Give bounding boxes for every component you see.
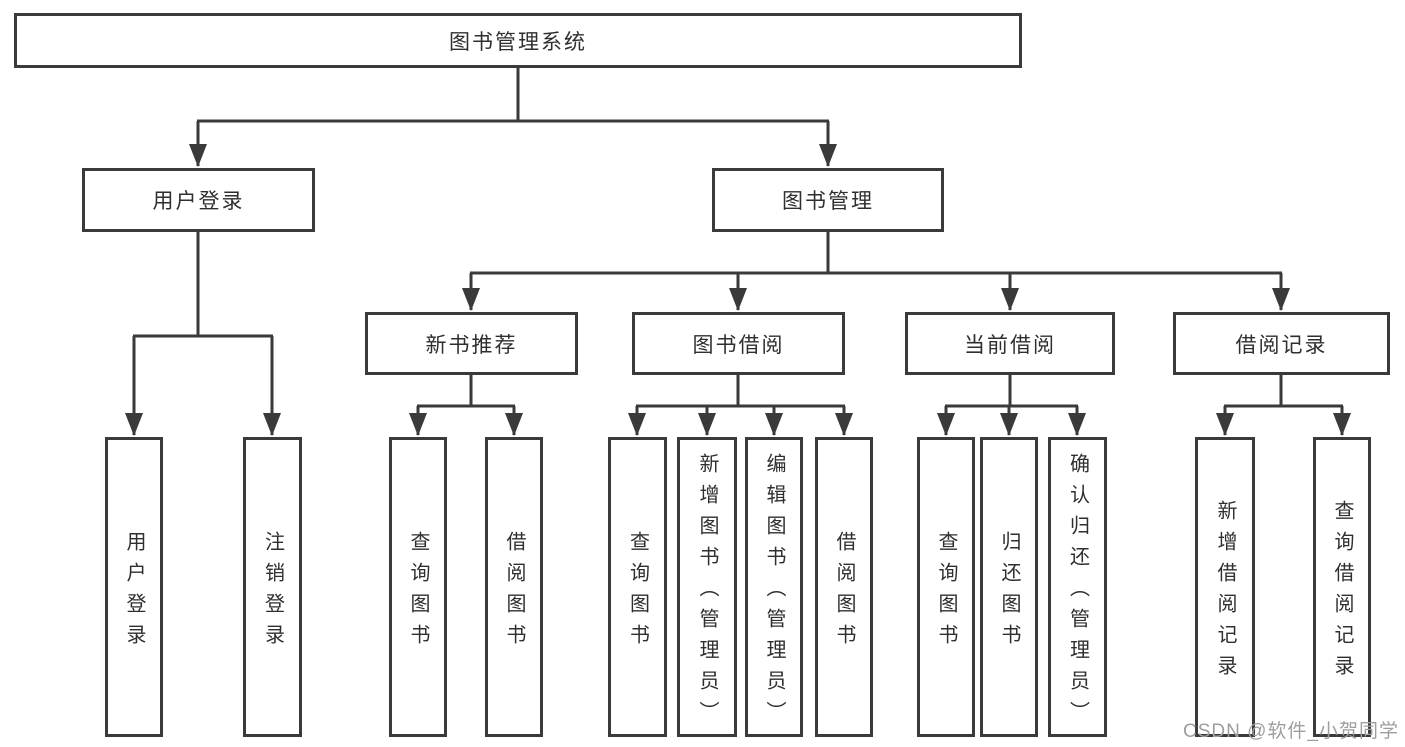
node-book-borrow-label: 图书借阅: [692, 333, 785, 357]
leaf-user-login-label: 用户登录: [123, 530, 145, 655]
node-book-management: 图书管理: [712, 168, 944, 232]
leaf-confirm-return-admin-label: 确认归还（管理员）: [1066, 453, 1089, 732]
leaf-query-books-borrow: 查询图书: [608, 437, 667, 737]
node-borrow-records-label: 借阅记录: [1235, 333, 1328, 357]
leaf-confirm-return-admin: 确认归还（管理员）: [1048, 437, 1107, 737]
leaf-logout: 注销登录: [243, 437, 302, 737]
node-current-borrow-label: 当前借阅: [964, 333, 1056, 357]
leaf-logout-label: 注销登录: [261, 530, 284, 655]
node-system-root-label: 图书管理系统: [449, 30, 587, 54]
leaf-query-borrow-record: 查询借阅记录: [1313, 437, 1371, 737]
leaf-return-book-label: 归还图书: [998, 530, 1020, 655]
leaf-query-books-recommend-label: 查询图书: [407, 530, 429, 655]
csdn-watermark: CSDN @软件_小贺同学: [1183, 721, 1399, 742]
leaf-borrow-books: 借阅图书: [815, 437, 873, 737]
leaf-query-books-current: 查询图书: [917, 437, 975, 737]
leaf-borrow-books-label: 借阅图书: [833, 530, 855, 655]
leaf-return-book: 归还图书: [980, 437, 1038, 737]
node-user-login-label: 用户登录: [152, 190, 245, 213]
node-book-management-label: 图书管理: [782, 190, 874, 213]
leaf-edit-book-admin: 编辑图书（管理员）: [745, 437, 803, 737]
leaf-query-books-current-label: 查询图书: [935, 530, 957, 655]
node-new-book-recommend: 新书推荐: [365, 312, 578, 375]
node-system-root: 图书管理系统: [14, 13, 1022, 68]
leaf-add-book-admin: 新增图书（管理员）: [677, 437, 737, 737]
leaf-add-borrow-record: 新增借阅记录: [1195, 437, 1255, 737]
node-new-book-recommend-label: 新书推荐: [425, 333, 518, 357]
leaf-borrow-books-recommend: 借阅图书: [485, 437, 543, 737]
leaf-add-borrow-record-label: 新增借阅记录: [1214, 499, 1236, 686]
node-current-borrow: 当前借阅: [905, 312, 1115, 375]
leaf-add-book-admin-label: 新增图书（管理员）: [696, 453, 718, 732]
leaf-query-books-borrow-label: 查询图书: [626, 530, 649, 655]
leaf-borrow-books-recommend-label: 借阅图书: [503, 530, 525, 655]
node-book-borrow: 图书借阅: [632, 312, 845, 375]
leaf-edit-book-admin-label: 编辑图书（管理员）: [763, 453, 785, 732]
node-user-login: 用户登录: [82, 168, 315, 232]
leaf-query-borrow-record-label: 查询借阅记录: [1331, 499, 1353, 686]
node-borrow-records: 借阅记录: [1173, 312, 1390, 375]
leaf-user-login: 用户登录: [105, 437, 163, 737]
leaf-query-books-recommend: 查询图书: [389, 437, 447, 737]
